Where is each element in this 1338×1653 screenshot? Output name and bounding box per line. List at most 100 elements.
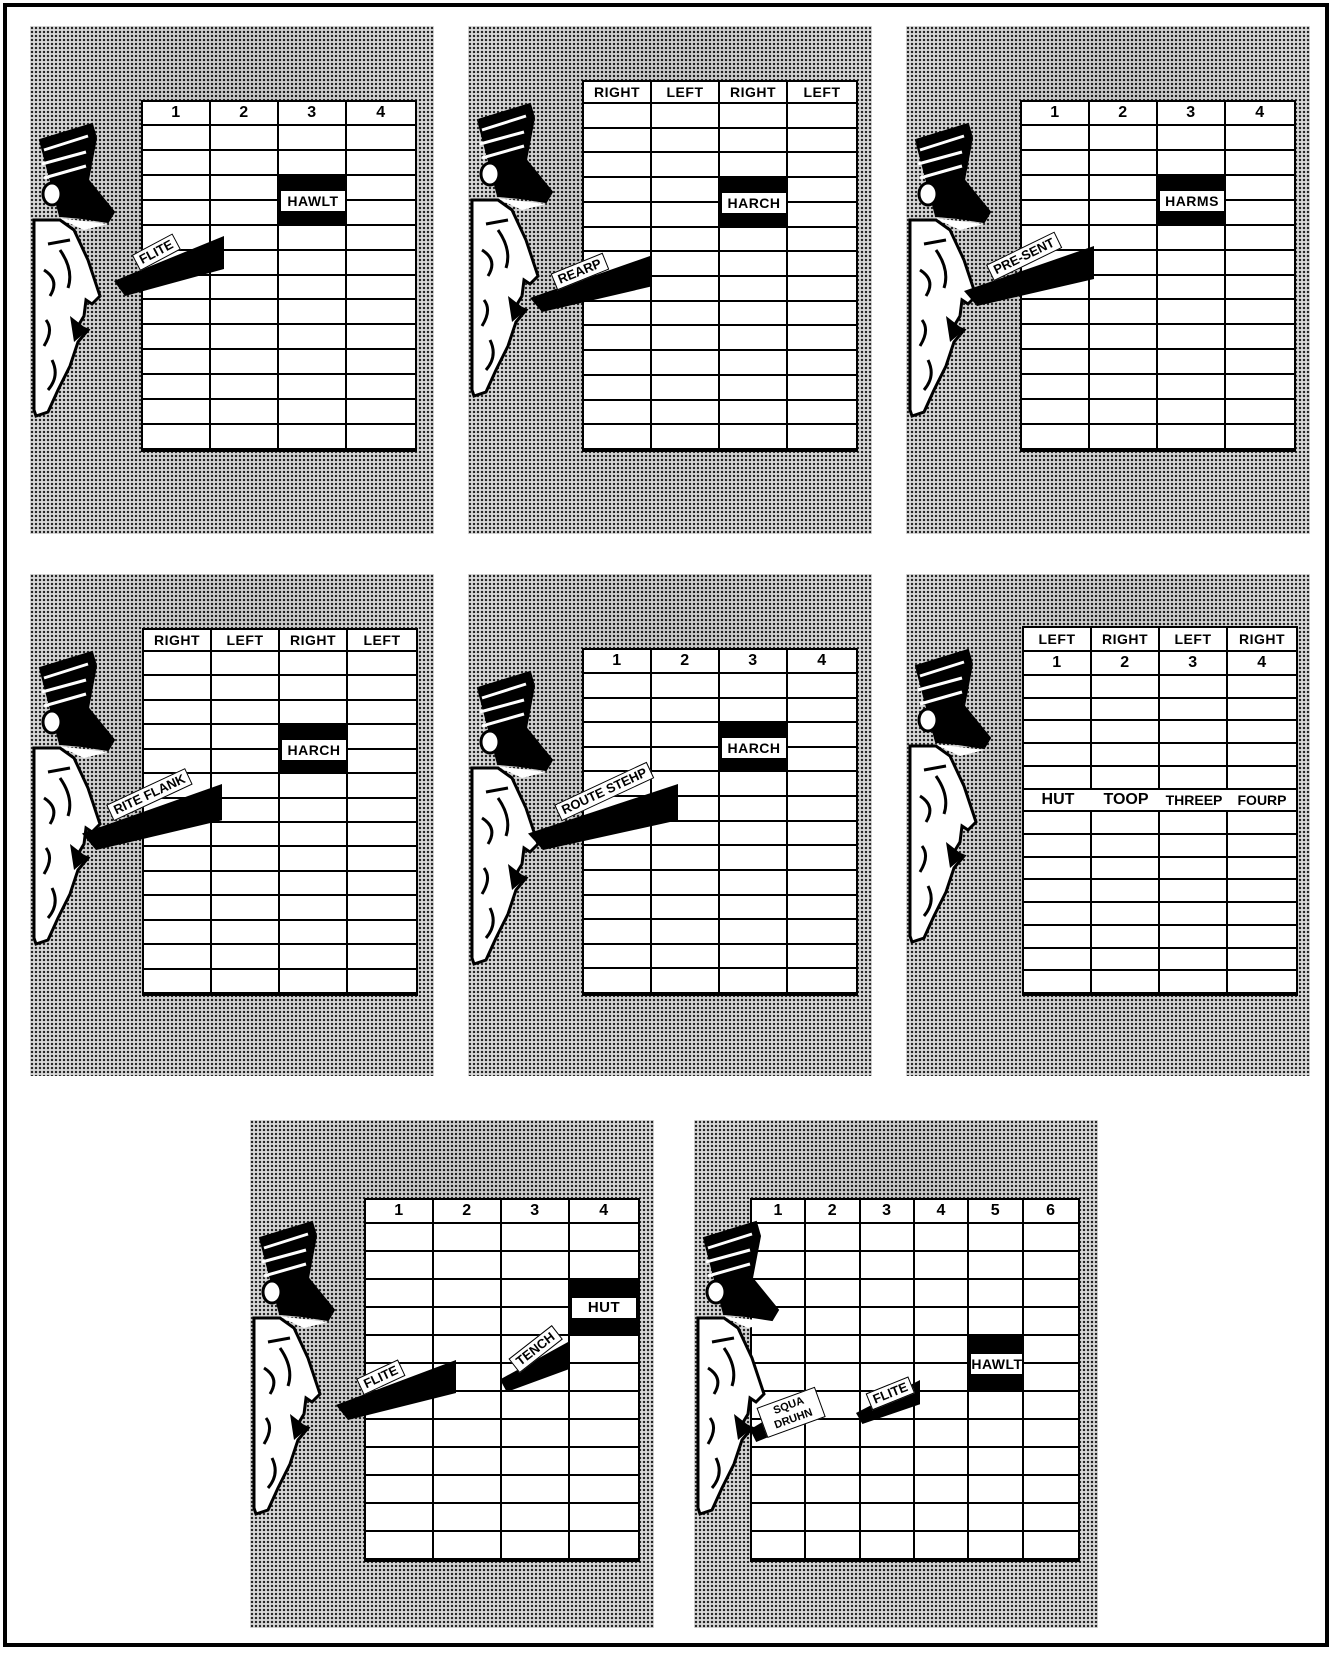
grid-cell [1228,699,1296,722]
grid-cell [788,822,856,847]
grid-cell [434,1308,502,1336]
grid-cell [1022,400,1090,425]
grid-cell [1228,812,1296,835]
grid-cell [1228,744,1296,767]
grid-cell [1024,903,1092,926]
grid-cell [1090,126,1158,151]
grid-cell [584,178,652,203]
grid-cell [1160,676,1228,699]
grid-cell [1024,699,1092,722]
grid-cell [1158,350,1226,375]
grid-cell [1024,1392,1078,1420]
column-header: RIGHT [720,82,788,104]
column-header: 2 [211,102,279,126]
grid-cell [806,1336,860,1364]
grid-cell [720,699,788,724]
grid-cell [1228,767,1296,790]
grid-cell [279,350,347,375]
grid-cell [1024,1336,1078,1364]
grid-cell [1158,325,1226,350]
grid-cell [1024,1420,1078,1448]
grid-cell [584,699,652,724]
grid-cell [348,750,416,774]
grid-cell [143,176,211,201]
grid-cell [143,126,211,151]
command-label: HUT [572,1298,636,1318]
grid-cell [1024,812,1092,835]
grid-cell [143,375,211,400]
grid-cell [1160,880,1228,903]
grid-cell [1090,375,1158,400]
grid-cell [915,1224,969,1252]
grid-cell [1226,425,1294,450]
grid-cell [434,1252,502,1280]
command-label: HARCH [722,193,786,213]
grid-cell [212,847,280,871]
grid-cell [1090,325,1158,350]
speech-bubble: REARP [530,256,650,312]
grid-cell [1024,744,1092,767]
grid-cell [211,325,279,350]
grid-cell [434,1476,502,1504]
grid-cell [969,1504,1023,1532]
grid-cell [584,674,652,699]
grid-cell [366,1448,434,1476]
grid-cell [502,1392,570,1420]
grid-cell [652,302,720,327]
grid-cell [1024,767,1092,790]
grid-cell [806,1532,860,1560]
speech-bubble-2: TENCH [500,1342,568,1392]
grid-cell [788,376,856,401]
grid-cell [212,921,280,945]
speech-bubble-2: FLITE [856,1380,920,1424]
grid-cell [1226,126,1294,151]
grid-cell [652,699,720,724]
grid-cell [348,652,416,676]
grid-cell [144,872,212,896]
grid-cell [1160,767,1228,790]
grid-cell [1160,858,1228,881]
grid-cell [788,969,856,994]
grid-cell [1092,812,1160,835]
grid-cell [211,350,279,375]
drill-sergeant-illustration [468,100,558,405]
grid-cell [348,701,416,725]
grid-cell [279,325,347,350]
grid-cell [788,302,856,327]
grid-cell [347,350,415,375]
grid-cell [915,1448,969,1476]
grid-cell [720,871,788,896]
grid-cell [584,203,652,228]
grid-cell [143,300,211,325]
grid-cell [1160,926,1228,949]
grid-cell [861,1224,915,1252]
grid-cell [720,920,788,945]
grid-cell [969,1308,1023,1336]
grid-cell [211,176,279,201]
grid-cell [969,1420,1023,1448]
grid-cell [1160,721,1228,744]
grid-cell [806,1308,860,1336]
grid-cell [584,129,652,154]
grid-cell [212,945,280,969]
grid-cell [1024,926,1092,949]
column-header: 1 [1024,652,1092,676]
grid-cell [434,1280,502,1308]
grid-cell [211,400,279,425]
grid-cell [861,1448,915,1476]
grid-cell [570,1476,638,1504]
grid-cell [1158,226,1226,251]
column-header: 3 [502,1200,570,1224]
column-header: 4 [1226,102,1294,126]
grid-cell [720,326,788,351]
grid-cell [652,277,720,302]
grid-cell [1092,949,1160,972]
drill-panel-5: 1234HARCHROUTE STEHP [468,574,872,1076]
grid-cell [1160,744,1228,767]
grid-cell [1226,176,1294,201]
command-marker: HARCH [280,725,348,774]
grid-cell [1024,676,1092,699]
grid-cell [788,945,856,970]
grid-cell [1022,201,1090,226]
